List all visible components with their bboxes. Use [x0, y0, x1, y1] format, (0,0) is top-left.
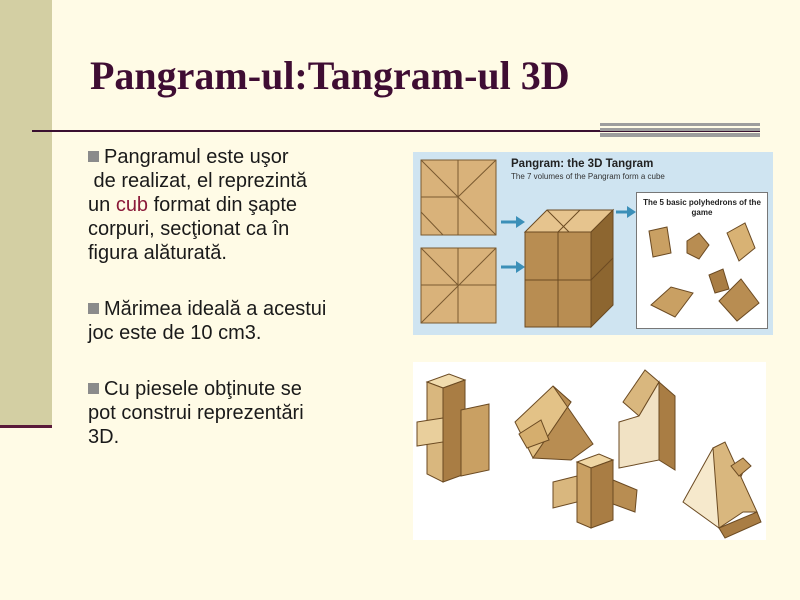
constructions-image [413, 362, 766, 540]
diagram-subheading: The 7 volumes of the Pangram form a cube [511, 172, 665, 181]
pangram-diagram-image: Pangram: the 3D Tangram The 7 volumes of… [413, 152, 773, 335]
bullet-list: Pangramul este uşor de realizat, el repr… [88, 145, 408, 481]
pangram-diagram-drawing [420, 159, 636, 329]
wedge-shape-icon [682, 441, 762, 539]
bullet-2-line-1: Mărimea ideală a acestui [104, 298, 327, 320]
plus-shape-icon [552, 453, 638, 529]
bullet-marker [88, 151, 99, 162]
side-band [0, 0, 52, 425]
side-band-line [0, 425, 52, 428]
bullet-1-line-1: Pangramul este uşor [104, 146, 289, 168]
constructions-drawing [416, 369, 762, 539]
bullet-marker [88, 383, 99, 394]
bullet-1-line-2: de realizat, el reprezintă [88, 170, 308, 192]
highlight-word-cub: cub [115, 194, 149, 216]
bullet-1-post: format din şapte [148, 194, 298, 216]
diagram-heading: Pangram: the 3D Tangram [511, 158, 654, 170]
slide-title: Pangram-ul:Tangram-ul 3D [90, 53, 570, 98]
bullet-item-1: Pangramul este uşor de realizat, el repr… [88, 145, 408, 265]
polyhedrons-inset: The 5 basic polyhedrons of the game [636, 192, 768, 329]
bullet-item-2: Mărimea ideală a acestui joc este de 10 … [88, 297, 408, 345]
ramp-shape-icon [618, 369, 676, 471]
bullet-marker [88, 303, 99, 314]
inset-caption: The 5 basic polyhedrons of the game [643, 198, 761, 217]
bullet-1-line-4: corpuri, secţionat ca în [88, 218, 290, 240]
polyhedrons-drawing [648, 222, 760, 322]
bullet-1-line-5: figura alăturată. [88, 242, 227, 264]
bullet-item-3: Cu piesele obţinute se pot construi repr… [88, 377, 408, 449]
roof-shape-icon [514, 385, 594, 461]
bullet-1-pre: un [88, 194, 116, 216]
bullet-3-line-3: 3D. [88, 426, 120, 448]
bullet-3-line-1: Cu piesele obţinute se [104, 378, 302, 400]
title-rule [32, 130, 760, 132]
rule-accent-stripes [600, 123, 760, 137]
bullet-2-line-2: joc este de 10 cm3. [88, 322, 262, 344]
cross-shape-icon [416, 373, 490, 483]
bullet-3-line-2: pot construi reprezentări [88, 402, 304, 424]
